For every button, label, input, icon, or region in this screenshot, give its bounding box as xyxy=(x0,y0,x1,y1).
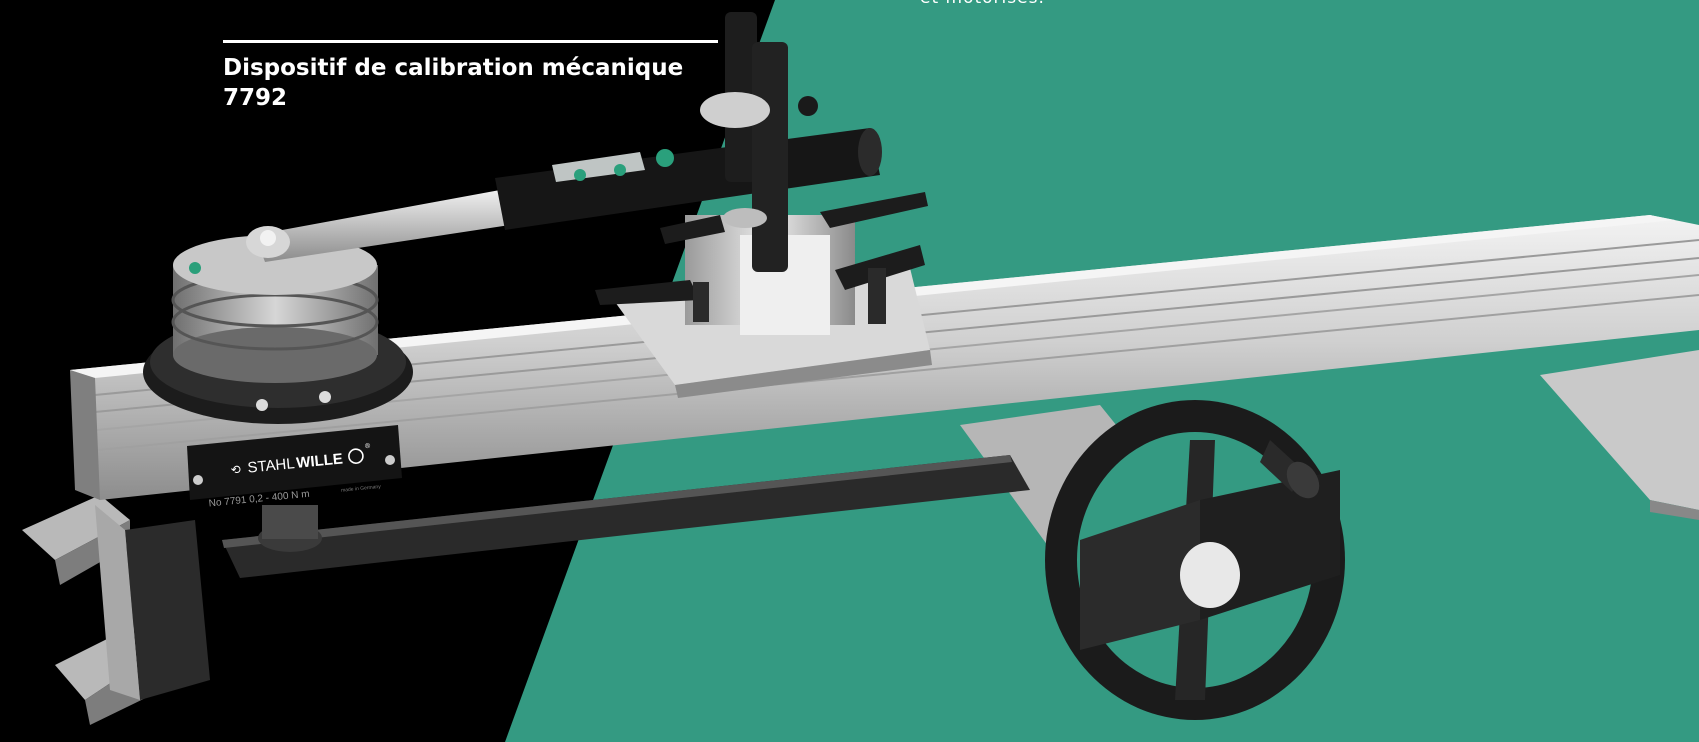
clamp-lever-rear-left xyxy=(660,215,725,244)
handwheel-bracket xyxy=(1080,500,1200,650)
lever-bar-top-edge xyxy=(222,455,1012,548)
product-caption: Dispositif de calibration mécanique 7792 xyxy=(223,40,718,113)
wrench-shaft xyxy=(255,190,510,262)
intro-text-fragment: et motorisés. xyxy=(920,0,1045,8)
lever-pivot-column xyxy=(262,505,318,539)
lever-bar xyxy=(222,455,1030,578)
brand-ring-icon xyxy=(348,448,364,464)
brand-prefix: STAHL xyxy=(247,455,296,476)
wrench-logo-badge-icon xyxy=(656,149,674,167)
brand-suffix: WILLE xyxy=(296,450,344,471)
stahlwille-wrench-logo-icon: ⟲ xyxy=(230,462,241,477)
plate-screw-right xyxy=(385,455,395,465)
wrench-button-right-icon xyxy=(614,164,626,176)
caption-title-line2: 7792 xyxy=(223,85,288,111)
clamp-lever-rear xyxy=(820,192,928,228)
clamp-stem-left xyxy=(693,282,709,322)
wrench-button-left-icon xyxy=(574,169,586,181)
clamp-stem-right xyxy=(868,268,886,324)
rear-right-support-edge xyxy=(1650,500,1699,520)
wrench-grip-end xyxy=(858,128,882,176)
status-led xyxy=(189,262,201,274)
clamp-lever-left xyxy=(595,280,700,305)
registered-trademark-icon: ® xyxy=(365,442,372,451)
base-screw-2 xyxy=(319,391,331,403)
caption-title-line1: Dispositif de calibration mécanique xyxy=(223,55,684,81)
front-post xyxy=(752,42,788,272)
main-rail-end xyxy=(70,370,100,500)
post-knob xyxy=(798,96,818,116)
handwheel-hub xyxy=(1180,542,1240,608)
left-leg-side xyxy=(95,505,140,700)
clamp-lever-right xyxy=(835,245,925,290)
wrench-head-bolt xyxy=(260,230,276,246)
rail-groove-4 xyxy=(97,294,1699,451)
post-collar-lower xyxy=(723,208,767,228)
left-foot-upper xyxy=(22,495,130,560)
rear-right-support xyxy=(1540,350,1699,510)
transducer-bottom xyxy=(173,327,377,383)
handwheel-handle-knob xyxy=(1286,461,1320,499)
left-leg xyxy=(125,520,210,700)
base-screw-1 xyxy=(256,399,268,411)
carriage-plate-edge xyxy=(675,350,932,398)
plate-screw-left xyxy=(193,475,203,485)
post-collar xyxy=(700,92,770,128)
origin-line: made in Germany xyxy=(341,484,382,494)
brand-plate xyxy=(187,425,402,500)
